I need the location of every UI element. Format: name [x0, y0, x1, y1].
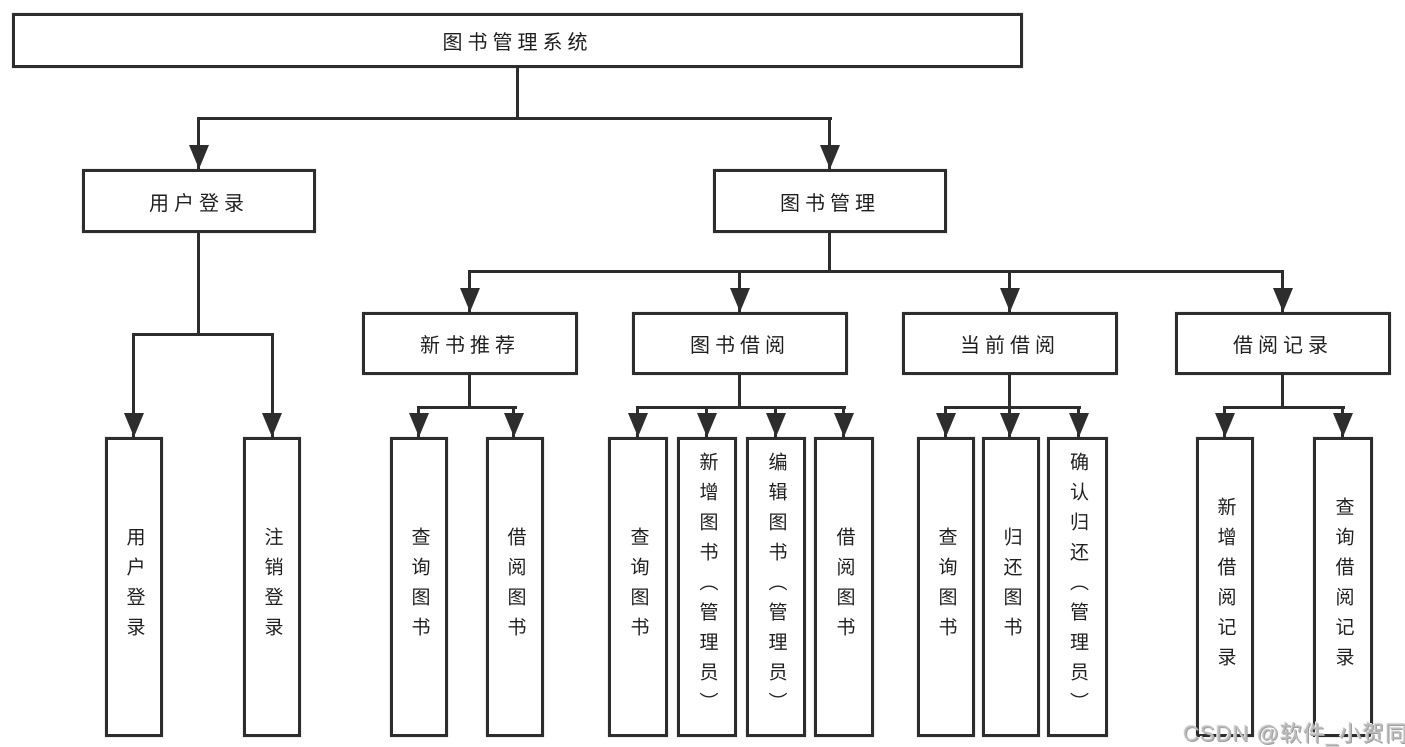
leaf-current-confirm-return-admin: 确认归还（管理员）	[1047, 437, 1108, 737]
connector-line	[197, 117, 200, 169]
connector-line	[1223, 406, 1345, 409]
arrow-down-icon	[124, 413, 144, 437]
connector-line	[738, 375, 741, 409]
arrow-down-icon	[766, 413, 786, 437]
node-borrowing-records: 借阅记录	[1175, 312, 1391, 375]
connector-line	[516, 68, 519, 120]
node-book-borrowing: 图书借阅	[632, 312, 848, 375]
arrow-down-icon	[1333, 413, 1353, 437]
arrow-down-icon	[262, 413, 282, 437]
leaf-records-query-borrow-record: 查询借阅记录	[1313, 437, 1373, 737]
leaf-borrowing-borrow-books: 借阅图书	[814, 437, 874, 737]
arrow-down-icon	[1069, 413, 1089, 437]
node-new-book-recommendation: 新书推荐	[362, 312, 578, 375]
arrow-down-icon	[697, 413, 717, 437]
connector-line	[468, 270, 1284, 273]
connector-line	[132, 333, 135, 437]
connector-line	[271, 333, 274, 437]
arrow-down-icon	[820, 145, 840, 169]
leaf-logout: 注销登录	[243, 437, 301, 737]
leaf-borrowing-add-books-admin: 新增图书（管理员）	[677, 437, 737, 737]
connector-line	[417, 406, 517, 409]
arrow-down-icon	[628, 413, 648, 437]
node-current-borrowing: 当前借阅	[902, 312, 1118, 375]
arrow-down-icon	[1000, 413, 1020, 437]
leaf-current-query-books: 查询图书	[917, 437, 975, 737]
arrow-down-icon	[1000, 288, 1020, 312]
arrow-down-icon	[504, 413, 524, 437]
connector-line	[944, 406, 1081, 409]
arrow-down-icon	[936, 413, 956, 437]
arrow-down-icon	[460, 288, 480, 312]
connector-line	[636, 406, 846, 409]
leaf-borrowing-query-books: 查询图书	[608, 437, 668, 737]
connector-line	[828, 233, 831, 272]
leaf-borrowing-edit-books-admin: 编辑图书（管理员）	[746, 437, 806, 737]
node-user-login: 用户登录	[82, 169, 316, 233]
arrow-down-icon	[189, 145, 209, 169]
connector-line	[1008, 375, 1011, 409]
arrow-down-icon	[409, 413, 429, 437]
node-library-management-system: 图书管理系统	[12, 13, 1023, 68]
leaf-current-return-books: 归还图书	[982, 437, 1040, 737]
leaf-user-login: 用户登录	[105, 437, 163, 737]
arrow-down-icon	[1215, 413, 1235, 437]
csdn-watermark: CSDN @软件_小贺同学	[1183, 721, 1405, 746]
connector-line	[468, 375, 471, 409]
arrow-down-icon	[834, 413, 854, 437]
connector-line	[1281, 375, 1284, 409]
arrow-down-icon	[1273, 288, 1293, 312]
connector-line	[132, 333, 274, 336]
connector-line	[828, 117, 831, 169]
connector-line	[197, 233, 200, 335]
node-book-management: 图书管理	[713, 169, 947, 233]
leaf-recommend-borrow-books: 借阅图书	[486, 437, 544, 737]
arrow-down-icon	[730, 288, 750, 312]
leaf-recommend-query-books: 查询图书	[390, 437, 448, 737]
connector-line	[197, 117, 832, 120]
leaf-records-add-borrow-record: 新增借阅记录	[1196, 437, 1254, 737]
